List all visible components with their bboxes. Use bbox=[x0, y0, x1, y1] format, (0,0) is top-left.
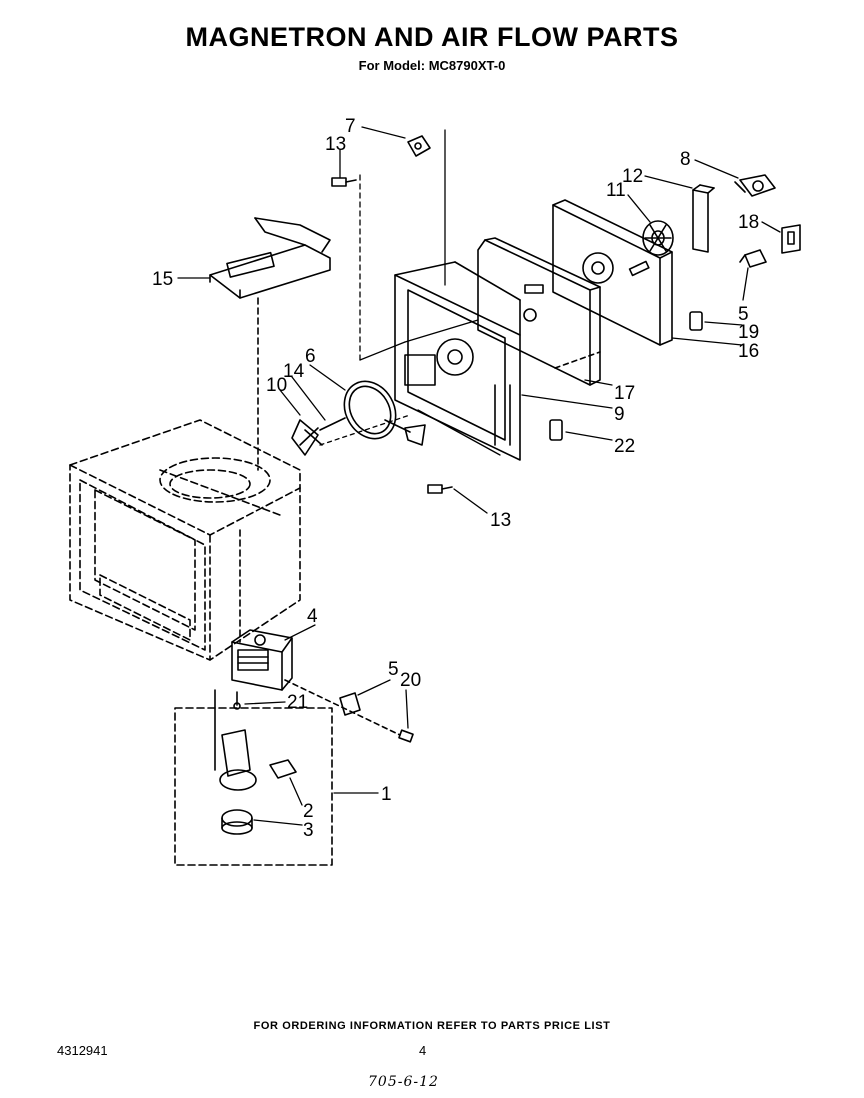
part-16-back-panel bbox=[552, 199, 673, 346]
callout-16: 16 bbox=[738, 341, 759, 362]
assembly-1-box bbox=[174, 707, 333, 866]
fan-hub-inner-9 bbox=[447, 349, 463, 365]
callout-labels: 7 13 8 12 11 18 15 5 19 16 6 14 10 17 9 … bbox=[152, 116, 759, 841]
callout-11: 11 bbox=[606, 180, 626, 201]
callout-21: 21 bbox=[287, 692, 308, 713]
callout-1: 1 bbox=[381, 784, 392, 805]
part-12-bracket bbox=[692, 184, 715, 253]
model-subtitle: For Model: MC8790XT-0 bbox=[358, 58, 506, 73]
dashed-guide-20 bbox=[284, 679, 401, 736]
part-20-screw bbox=[398, 729, 414, 743]
callout-20: 20 bbox=[400, 670, 421, 691]
callout-6: 6 bbox=[305, 346, 316, 367]
callout-3: 3 bbox=[303, 820, 314, 841]
part-21-screw bbox=[233, 691, 241, 710]
page-title: MAGNETRON AND AIR FLOW PARTS bbox=[185, 22, 679, 52]
callout-13-upper: 13 bbox=[325, 134, 346, 155]
callout-19: 19 bbox=[738, 322, 759, 343]
callout-15: 15 bbox=[152, 269, 173, 290]
callout-13-lower: 13 bbox=[490, 510, 511, 531]
part-10-fan bbox=[291, 419, 323, 456]
callout-22: 22 bbox=[614, 436, 635, 457]
callout-9: 9 bbox=[614, 404, 625, 425]
callout-5-upper: 5 bbox=[738, 304, 749, 325]
part-14-shaft bbox=[319, 417, 346, 431]
part-9-air-duct-frame bbox=[394, 261, 521, 461]
leader-lines bbox=[177, 126, 781, 826]
callout-5-lower: 5 bbox=[388, 659, 399, 680]
part-19-clip bbox=[689, 311, 703, 331]
callout-2: 2 bbox=[303, 801, 314, 822]
document-number: 4312941 bbox=[57, 1043, 108, 1058]
callout-14: 14 bbox=[283, 361, 305, 382]
callout-17: 17 bbox=[614, 383, 635, 404]
callout-4: 4 bbox=[307, 606, 318, 627]
part-4-magnetron bbox=[231, 629, 293, 691]
callout-12: 12 bbox=[622, 166, 643, 187]
part-8-motor bbox=[734, 174, 776, 197]
part-2-switch bbox=[269, 759, 297, 779]
assembly-1-body bbox=[214, 689, 257, 791]
dashed-guide-16 bbox=[554, 351, 601, 369]
part-5-thermal-cutout-lower bbox=[339, 692, 361, 716]
part-13-screw-lower bbox=[427, 484, 453, 494]
callout-10: 10 bbox=[266, 375, 287, 396]
part-5-thermal-cutout-upper bbox=[739, 249, 767, 268]
part-7-clip bbox=[407, 135, 431, 157]
callout-18: 18 bbox=[738, 212, 759, 233]
callout-8: 8 bbox=[680, 149, 691, 170]
handwritten-mark: 705-6-12 bbox=[368, 1074, 439, 1090]
ordering-note: FOR ORDERING INFORMATION REFER TO PARTS … bbox=[253, 1020, 611, 1032]
part-13-screw-upper bbox=[331, 177, 357, 187]
fan-hub-9 bbox=[436, 338, 474, 376]
page-number: 4 bbox=[419, 1043, 427, 1058]
part-3-cap bbox=[221, 809, 253, 835]
part-6-wire-coil bbox=[343, 380, 426, 446]
part-15-air-guide bbox=[209, 217, 331, 299]
part-18-clip bbox=[781, 224, 801, 254]
oven-cavity-outline bbox=[69, 419, 301, 661]
part-11-fan-blade bbox=[642, 220, 674, 256]
callout-7: 7 bbox=[345, 116, 356, 137]
part-22-clip bbox=[549, 419, 563, 441]
part-17-blower-housing bbox=[477, 237, 601, 386]
